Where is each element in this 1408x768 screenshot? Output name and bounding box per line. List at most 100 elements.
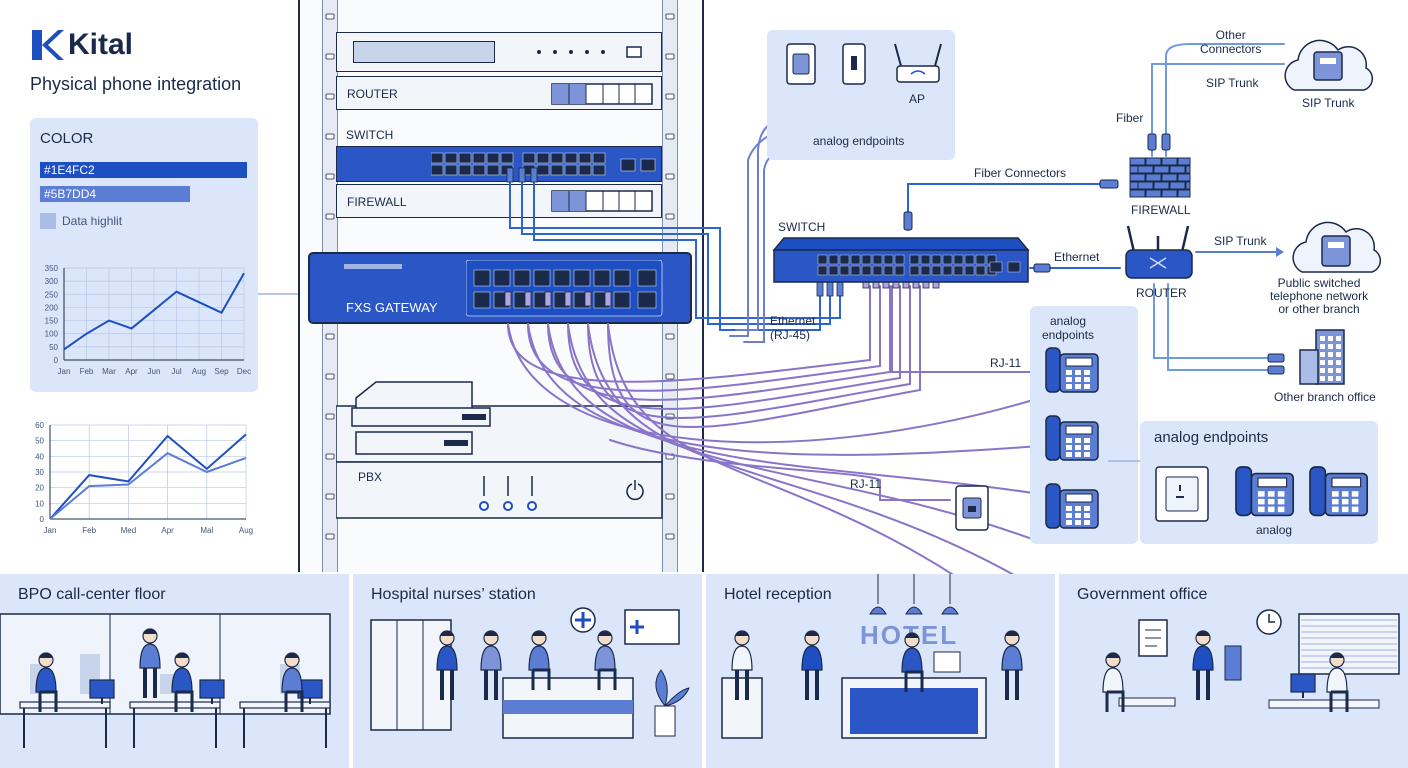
fxs-port xyxy=(613,291,631,309)
rack-unit-router: ROUTER xyxy=(336,76,662,110)
scene-bpo: BPO call-center floor xyxy=(0,574,349,768)
switch-port xyxy=(578,152,592,164)
network-switch-port xyxy=(861,265,872,276)
firewall-brick xyxy=(1177,157,1191,166)
switch-port xyxy=(522,152,536,164)
router-ports xyxy=(551,83,653,105)
chart1-x-tick: Jan xyxy=(58,367,71,376)
rj11-plug xyxy=(544,291,552,307)
chart2-y-tick: 30 xyxy=(35,468,44,477)
desk-phone-icon xyxy=(1045,483,1099,529)
network-switch-port xyxy=(964,265,975,276)
cable xyxy=(587,285,911,419)
firewall-brick xyxy=(1169,165,1186,174)
firewall-brick xyxy=(1137,165,1154,174)
rack-hole xyxy=(325,93,335,100)
network-switch-port xyxy=(817,265,828,276)
building-window xyxy=(1320,352,1325,357)
chart1-x-tick: Apr xyxy=(125,367,138,376)
chart1-y-tick: 350 xyxy=(45,264,59,273)
fxs-uplink xyxy=(637,269,657,287)
ap-label: AP xyxy=(909,92,926,106)
status-leds xyxy=(537,46,642,58)
brand-name: Kital xyxy=(68,28,134,61)
person-figure xyxy=(731,630,753,700)
cable xyxy=(507,323,1041,444)
firewall-brick xyxy=(1161,173,1178,182)
chart2-y-tick: 10 xyxy=(35,499,44,508)
monitor-icon xyxy=(199,679,225,699)
rj11-plug xyxy=(584,291,592,307)
rack-hole xyxy=(665,533,675,540)
fxs-gateway-label: FXS GATEWAY xyxy=(346,300,438,315)
chart1-y-tick: 150 xyxy=(45,317,59,326)
analog-label: analog xyxy=(1256,523,1293,537)
cable xyxy=(907,183,1105,231)
rack-hole xyxy=(665,173,675,180)
analog-endpoints-panel: analog endpoints analog xyxy=(1140,421,1378,544)
fxs-port xyxy=(473,291,491,309)
chart2-y-tick: 0 xyxy=(40,515,45,524)
switch-port xyxy=(578,164,592,176)
monitor-icon xyxy=(1290,673,1316,693)
switch-port xyxy=(486,152,500,164)
network-switch-port xyxy=(975,265,986,276)
chart1-x-tick: Feb xyxy=(80,367,94,376)
building-window xyxy=(1336,352,1341,357)
firewall-brick xyxy=(1137,181,1154,190)
switch-port xyxy=(550,164,564,176)
rack-hole xyxy=(665,53,675,60)
fxs-port xyxy=(473,269,491,287)
network-switch-port xyxy=(953,254,964,265)
fiber-connector xyxy=(1147,133,1157,151)
switch-port xyxy=(592,164,606,176)
chart2-series-line xyxy=(49,433,247,520)
chart2-x-tick: Jan xyxy=(44,526,57,535)
switch-port xyxy=(458,152,472,164)
person-figure xyxy=(171,652,194,712)
firewall-brick xyxy=(1177,173,1191,182)
rack-unit-top xyxy=(336,32,662,72)
network-switch-port xyxy=(942,254,953,265)
rack-hole xyxy=(665,13,675,20)
sip-trunk-1-label: SIP Trunk xyxy=(1206,76,1259,90)
switch-port xyxy=(564,152,578,164)
desk-phone-icon xyxy=(1045,347,1099,393)
scene-bpo-title: BPO call-center floor xyxy=(18,586,166,603)
network-switch-port xyxy=(920,265,931,276)
highlight-label: Data highlit xyxy=(62,214,123,228)
fiber-connector xyxy=(903,211,913,231)
rack-router-label: ROUTER xyxy=(347,87,398,101)
chart2-x-tick: Feb xyxy=(82,526,96,535)
firewall-brick xyxy=(1129,189,1146,198)
switch-port xyxy=(564,164,578,176)
chart1-y-tick: 0 xyxy=(54,356,59,365)
rack-hole xyxy=(325,133,335,140)
switch-port xyxy=(472,164,486,176)
rj45-plug xyxy=(518,167,526,183)
router-icon xyxy=(1125,225,1193,279)
person-figure xyxy=(281,652,304,712)
fxs-port xyxy=(593,269,611,287)
network-switch-port xyxy=(850,265,861,276)
fxs-port xyxy=(553,269,571,287)
building-window xyxy=(1328,344,1333,349)
building-window xyxy=(1336,376,1341,381)
rack-hole xyxy=(325,533,335,540)
cable xyxy=(533,181,841,319)
rack-hole xyxy=(665,373,675,380)
fxs-gateway: FXS GATEWAY xyxy=(308,252,692,324)
ethernet-connector xyxy=(1033,263,1051,273)
switch-port xyxy=(486,164,500,176)
person-figure xyxy=(1326,652,1349,712)
cable xyxy=(521,181,831,325)
network-switch-port xyxy=(953,265,964,276)
rj11-label-1: RJ-11 xyxy=(990,356,1022,370)
network-switch-port xyxy=(975,254,986,265)
chart1-x-tick: Sep xyxy=(214,367,229,376)
government-illustration xyxy=(1102,609,1400,712)
scene-hospital-title: Hospital nurses’ station xyxy=(371,586,536,603)
ap-panel-devices xyxy=(786,43,942,85)
